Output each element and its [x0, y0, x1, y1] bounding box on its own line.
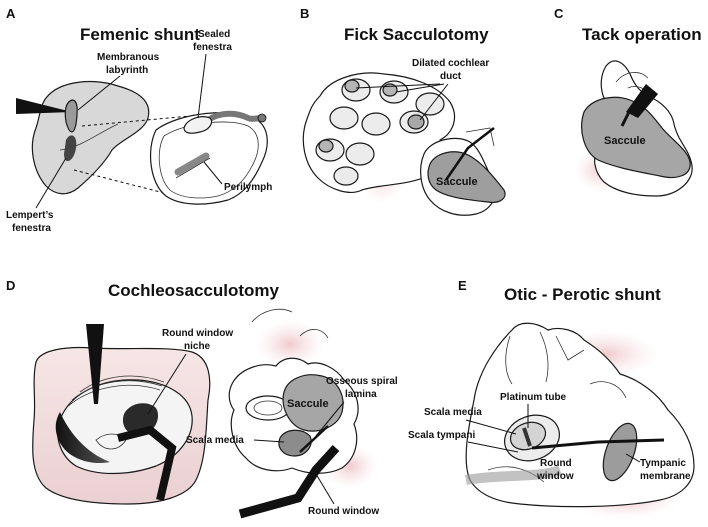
panel-d: D Cochleosacculotomy Round window niche [6, 278, 400, 519]
panel-a: A Femenic shunt Membranous labyrinth Sea… [6, 6, 272, 234]
ear-canal-e [465, 465, 562, 485]
panel-c: C Tack operation Saccule [554, 6, 702, 197]
panel-a-title: Femenic shunt [80, 25, 200, 44]
shunt-line [531, 438, 665, 450]
round-window-bar [238, 444, 340, 519]
lemperts-fenestra-shape [64, 135, 77, 162]
label-saccule-c: Saccule [604, 135, 646, 147]
needle-d [86, 324, 104, 404]
sealed-fenestra-shape [183, 116, 213, 134]
cochlear-compartments [315, 78, 445, 186]
panel-b-title: Fick Sacculotomy [344, 25, 489, 44]
label-tympanic-membrane: Tympanic membrane [640, 458, 691, 482]
label-lemperts-fenestra: Lempert’s fenestra [6, 210, 56, 234]
panel-d-letter: D [6, 278, 15, 293]
label-sealed-fenestra: Sealed fenestra [193, 29, 233, 53]
panel-e-letter: E [458, 278, 467, 293]
saccule-d [282, 374, 344, 432]
saccule-b [427, 151, 506, 203]
panel-d-title: Cochleosacculotomy [108, 281, 280, 300]
label-membranous-labyrinth: Membranous labyrinth [97, 52, 162, 76]
label-round-window-d: Round window [308, 506, 379, 517]
magnify-line-top [81, 115, 191, 127]
label-saccule-d: Saccule [287, 398, 329, 410]
label-round-window-niche: Round window niche [162, 328, 236, 352]
scala-media-d [278, 429, 312, 457]
panel-c-title: Tack operation [582, 25, 702, 44]
tack [626, 84, 658, 118]
saccule-c [581, 96, 691, 179]
label-dilated-cochlear-duct: Dilated cochlear duct [412, 58, 492, 82]
label-perilymph: Perilymph [224, 182, 272, 193]
perilymph-channel [174, 152, 210, 176]
hook-instrument [117, 425, 177, 501]
blush-d1 [256, 320, 324, 368]
label-scala-tympani: Scala tympani [408, 430, 475, 441]
instrument-wedge [16, 98, 72, 114]
dark-promontory [55, 412, 110, 464]
panel-b: B Fick Sacculotomy Dilated cochlear [300, 6, 506, 216]
panel-b-letter: B [300, 6, 309, 21]
label-osseous-spiral-lamina: Osseous spiral lamina [326, 376, 400, 400]
inset-tube [205, 110, 265, 123]
label-saccule-b: Saccule [436, 176, 478, 188]
panel-e: E Otic - Perotic shunt Platinum tube Sca… [408, 278, 695, 518]
tympanic-membrane-shape [602, 422, 638, 482]
label-round-window-e: Round window [536, 458, 574, 482]
label-scala-media-d: Scala media [186, 435, 244, 446]
label-platinum-tube: Platinum tube [500, 392, 567, 403]
panel-a-letter: A [6, 6, 16, 21]
panel-c-letter: C [554, 6, 564, 21]
platinum-tube-shape [522, 427, 532, 447]
membranous-labyrinth [64, 99, 78, 133]
sacculotomy-needle [444, 127, 495, 181]
bone-block [31, 80, 150, 195]
label-scala-media-e: Scala media [424, 407, 482, 418]
panel-e-title: Otic - Perotic shunt [504, 285, 661, 304]
